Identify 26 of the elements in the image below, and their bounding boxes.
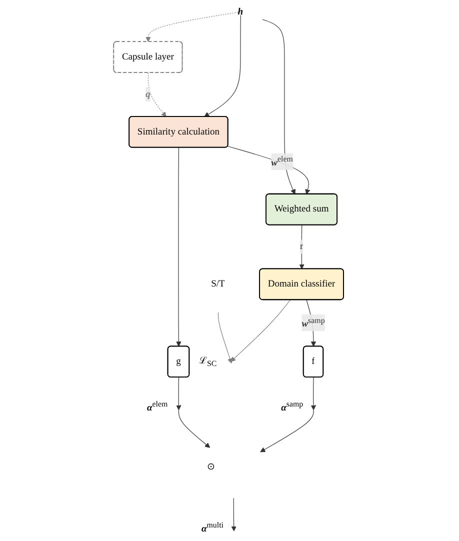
arrow (262, 19, 296, 194)
arrow (231, 498, 236, 532)
arrow (204, 14, 242, 117)
node-text: α$^{elem}$ (147, 400, 168, 413)
arrow (218, 312, 232, 364)
arrow (178, 410, 210, 448)
arrow (176, 147, 182, 347)
edge-label: w$^{elem}$ (271, 154, 293, 168)
node-text: α$^{samp}$ (281, 400, 304, 413)
edge-label: r (300, 241, 304, 252)
arrow (260, 410, 314, 452)
arrow (299, 224, 304, 270)
arrow (306, 300, 316, 347)
node-text: S/T (211, 278, 225, 289)
node-text: α$^{multi}$ (201, 520, 224, 534)
node-text: ⊙ (206, 462, 215, 472)
node-text: ℒ$_{SC}$ (199, 356, 217, 368)
arrow (227, 146, 310, 194)
arrow (230, 300, 291, 362)
arrow (146, 12, 241, 42)
arrow (148, 72, 166, 117)
edge-label: q (146, 89, 150, 100)
arrow (310, 377, 316, 410)
edge-label: w$^{samp}$ (302, 316, 325, 329)
node-text: h (238, 6, 244, 17)
arrow (176, 377, 182, 410)
